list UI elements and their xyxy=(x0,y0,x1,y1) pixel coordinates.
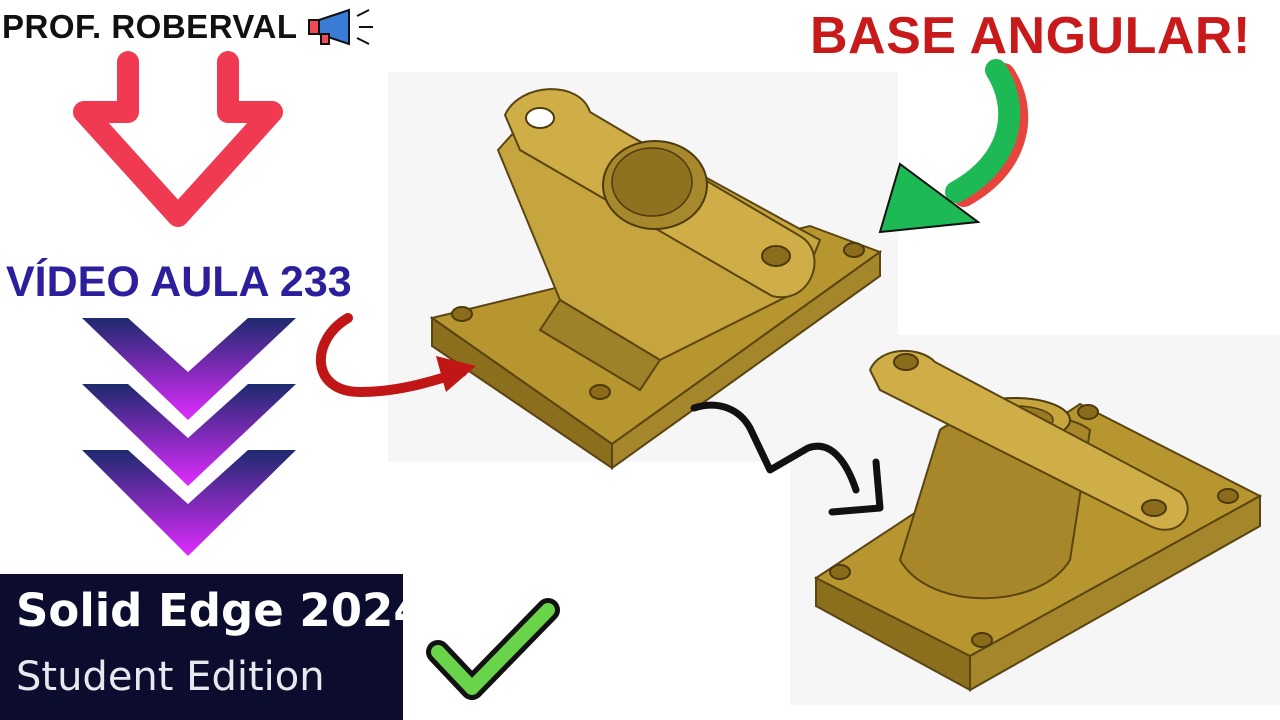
brand-box xyxy=(0,574,403,720)
headline: BASE ANGULAR! xyxy=(810,7,1251,65)
author-title: PROF. ROBERVAL xyxy=(2,6,379,48)
part-view-2 xyxy=(790,335,1280,705)
brand-subtitle: Student Edition xyxy=(16,654,325,700)
megaphone-icon xyxy=(305,6,379,48)
lesson-label: VÍDEO AULA 233 xyxy=(6,258,352,306)
author-name: PROF. ROBERVAL xyxy=(2,8,298,45)
brand-title: Solid Edge 2024 xyxy=(16,584,425,637)
